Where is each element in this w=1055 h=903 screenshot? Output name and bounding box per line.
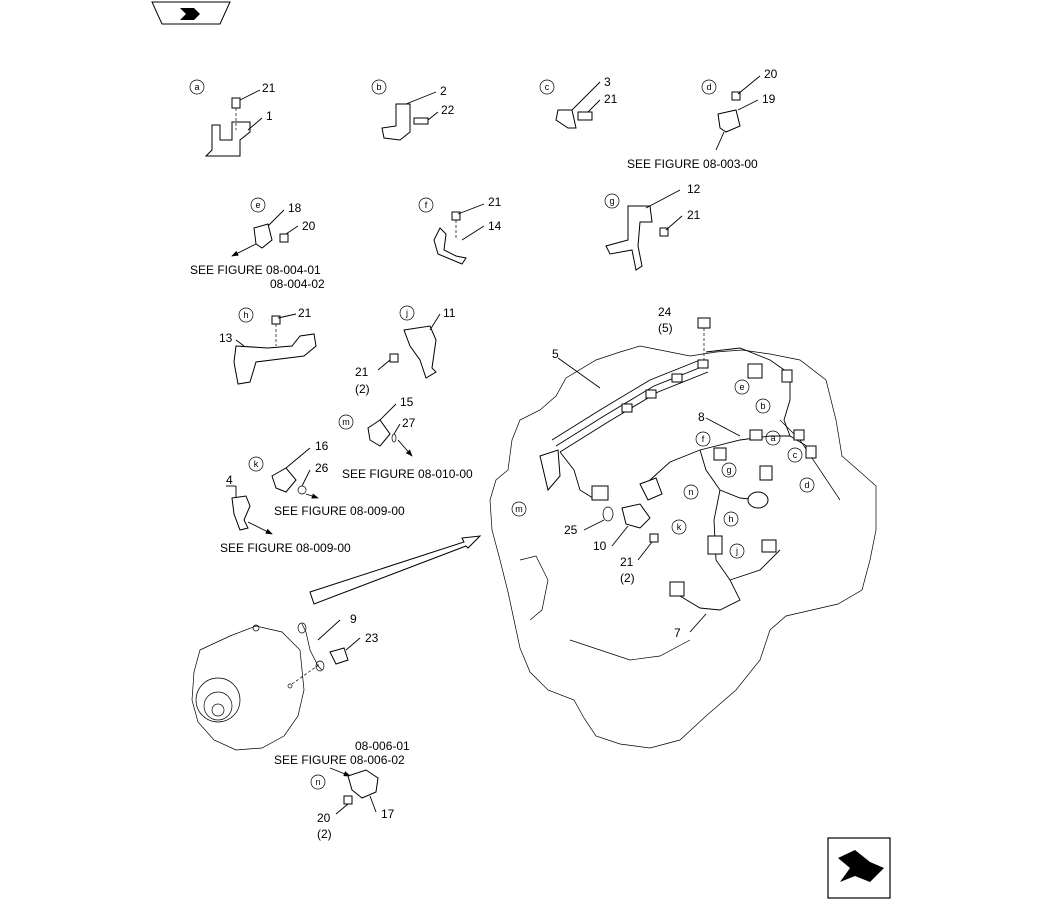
callout-label: h bbox=[243, 310, 248, 320]
callout-label: 21 bbox=[687, 208, 701, 222]
callout-label: SEE FIGURE 08-009-00 bbox=[220, 541, 351, 555]
callout-label: d bbox=[804, 480, 809, 490]
callout-label: 26 bbox=[315, 461, 329, 475]
callout-label: 20 bbox=[764, 67, 778, 81]
detail-m: m 15 27 SEE FIGURE 08-010-00 bbox=[338, 395, 473, 481]
ref-08-003-00: SEE FIGURE 08-003-00 bbox=[627, 157, 758, 171]
pointer-arrow bbox=[309, 535, 482, 605]
callout-label: 16 bbox=[315, 439, 329, 453]
detail-k: k 16 26 SEE FIGURE 08-009-00 bbox=[248, 439, 405, 518]
callout-label: SEE FIGURE 08-010-00 bbox=[342, 467, 473, 481]
callout-label: 11 bbox=[443, 306, 456, 320]
callout-label: f bbox=[425, 200, 428, 210]
callout-label: 27 bbox=[402, 416, 416, 430]
callout-label: g bbox=[609, 196, 614, 206]
back-arrow-icon bbox=[180, 8, 200, 20]
detail-e: e 18 20 SEE FIGURE 08-004-01 08-004-02 bbox=[190, 197, 325, 291]
callout-label: m bbox=[342, 417, 350, 427]
callout-label: 5 bbox=[552, 347, 559, 361]
callout-label: c bbox=[545, 82, 550, 92]
detail-g: g 12 21 bbox=[604, 182, 701, 271]
callout-label: b bbox=[760, 401, 765, 411]
callout-label: 7 bbox=[674, 626, 681, 640]
callout-label: h bbox=[728, 514, 733, 524]
circle-label-a: a bbox=[194, 82, 199, 92]
callout-label: SEE FIGURE 08-004-01 bbox=[190, 263, 321, 277]
callout-label: 25 bbox=[564, 523, 578, 537]
forward-arrow-icon bbox=[838, 850, 884, 882]
callout-label: c bbox=[793, 450, 798, 460]
callout-label: 10 bbox=[593, 539, 607, 553]
previous-page-button[interactable] bbox=[151, 1, 231, 25]
callout-label: SEE FIGURE 08-006-02 bbox=[274, 753, 405, 767]
callout-label: k bbox=[254, 459, 259, 469]
callout-label: 18 bbox=[288, 201, 302, 215]
detail-j: j 11 21 (2) bbox=[355, 305, 456, 396]
callout-label: 21 bbox=[355, 365, 369, 379]
callout-label: 17 bbox=[381, 807, 395, 821]
callout-label: e bbox=[739, 382, 744, 392]
callout-label: j bbox=[405, 308, 408, 318]
part-21-label: 21 bbox=[262, 81, 276, 95]
callout-label: 08-006-01 bbox=[355, 739, 410, 753]
detail-b: b 2 22 bbox=[371, 79, 455, 141]
part-1-label: 1 bbox=[266, 109, 273, 123]
callout-label: 20 bbox=[302, 219, 316, 233]
callout-label: d bbox=[706, 82, 711, 92]
callout-label: 14 bbox=[488, 219, 502, 233]
callout-label: (2) bbox=[620, 571, 635, 585]
callout-label: 13 bbox=[219, 331, 233, 345]
callout-label: 20 bbox=[317, 811, 331, 825]
callout-label: 19 bbox=[762, 92, 776, 106]
callout-label: n bbox=[688, 487, 693, 497]
detail-d: d 20 19 SEE FIGURE 08-003-00 bbox=[627, 67, 778, 171]
callout-label: 4 bbox=[226, 473, 233, 487]
callout-label: a bbox=[770, 433, 775, 443]
detail-n: 08-006-01 SEE FIGURE 08-006-02 n 20 (2) … bbox=[274, 739, 410, 841]
callout-label: f bbox=[702, 434, 705, 444]
callout-label: j bbox=[735, 546, 738, 556]
engine-callouts: e b a f c g d n m h k j bbox=[511, 379, 815, 559]
callout-label: k bbox=[677, 522, 682, 532]
callout-label: 23 bbox=[365, 631, 379, 645]
callout-label: (2) bbox=[317, 827, 332, 841]
callout-label: 21 bbox=[620, 555, 634, 569]
callout-label: 24 bbox=[658, 305, 672, 319]
callout-label: g bbox=[726, 465, 731, 475]
part-4-bracket: 4 SEE FIGURE 08-009-00 bbox=[220, 473, 351, 555]
callout-label: e bbox=[255, 200, 260, 210]
detail-a: a 21 1 bbox=[189, 79, 276, 157]
part-5-injector-harness: 5 bbox=[539, 347, 709, 501]
callout-label: 22 bbox=[441, 103, 455, 117]
callout-label: 12 bbox=[687, 182, 701, 196]
callout-label: 3 bbox=[604, 75, 611, 89]
callout-label: b bbox=[376, 82, 381, 92]
callout-label: SEE FIGURE 08-009-00 bbox=[274, 504, 405, 518]
main-harness: 8 7 bbox=[639, 347, 817, 640]
alternator-terminals: 9 23 bbox=[297, 612, 379, 672]
next-page-button[interactable] bbox=[827, 837, 891, 899]
callout-label: 2 bbox=[440, 84, 447, 98]
callout-label: 08-004-02 bbox=[270, 277, 325, 291]
callout-label: 21 bbox=[488, 195, 502, 209]
engine-sensor-group: 25 10 21 (2) bbox=[564, 503, 659, 585]
detail-h: h 21 13 bbox=[219, 306, 317, 385]
alternator bbox=[191, 624, 321, 751]
callout-label: n bbox=[315, 777, 320, 787]
engine-block bbox=[489, 345, 877, 749]
callout-label: (5) bbox=[658, 321, 673, 335]
callout-label: (2) bbox=[355, 382, 370, 396]
callout-label: 21 bbox=[604, 92, 618, 106]
callout-label: 8 bbox=[698, 410, 705, 424]
detail-f: f 21 14 bbox=[418, 195, 502, 265]
callout-label: 9 bbox=[350, 612, 357, 626]
callout-label: m bbox=[515, 504, 523, 514]
detail-c: c 3 21 bbox=[539, 75, 618, 129]
callout-label: 15 bbox=[400, 395, 414, 409]
part-24-nut: 24 (5) bbox=[658, 305, 711, 360]
callout-label: 21 bbox=[298, 306, 312, 320]
